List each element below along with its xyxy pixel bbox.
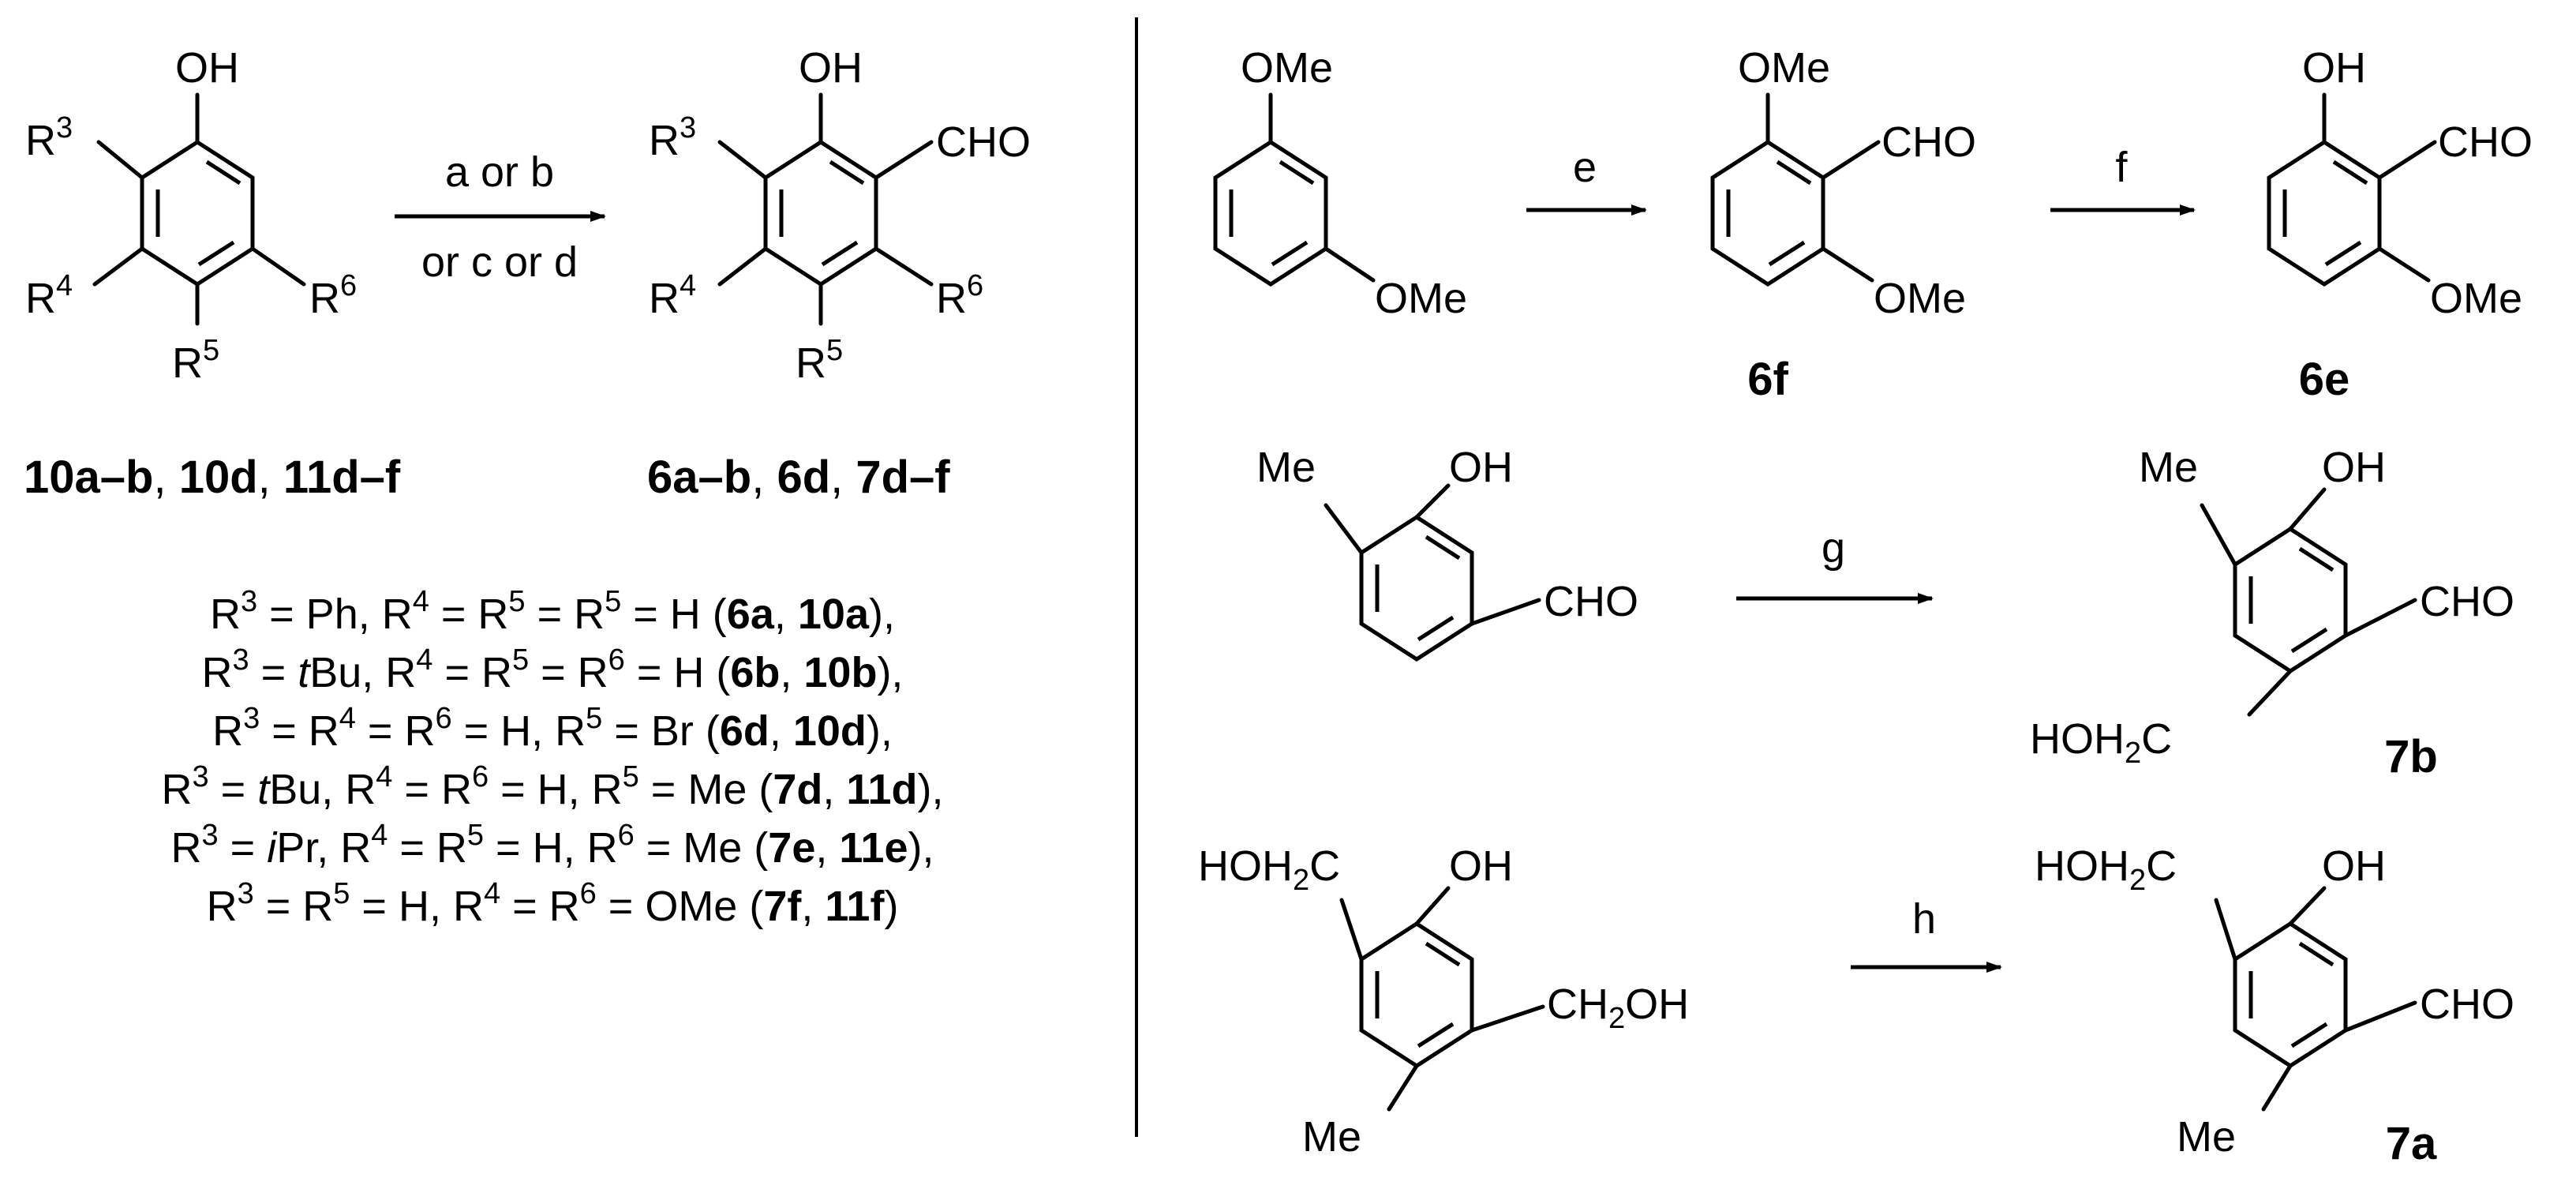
prod-caption: 6a–b, 6d, 7d–f <box>647 452 950 503</box>
substituent-definitions: R3 = Ph, R4 = R5 = R5 = H (6a, 10a),R3 =… <box>162 585 944 930</box>
sm-r6-sup: 6 <box>340 269 357 302</box>
conditions-h: h <box>1912 895 1936 943</box>
r3-prod-oh: OH <box>2322 842 2386 890</box>
r1-int-cho: CHO <box>1881 118 1976 166</box>
substituent-line: R3 = iPr, R4 = R5 = H, R6 = Me (7e, 11e)… <box>171 819 934 872</box>
substituent-line: R3 = R5 = H, R4 = R6 = OMe (7f, 11f) <box>207 877 899 930</box>
sm-oh-label: OH <box>175 44 239 92</box>
r3-sm-ch2oh: CH2OH <box>1547 981 1689 1035</box>
svg-text:R6: R6 <box>309 269 357 322</box>
hydroxymethoxybenzaldehyde-6e: OH CHO OMe <box>2267 44 2533 322</box>
r1-prod-ome: OMe <box>2430 275 2522 322</box>
svg-text:R4: R4 <box>25 269 73 322</box>
sm-r4-sup: 4 <box>56 269 73 302</box>
prod-r5-sup: 5 <box>826 334 843 367</box>
caption-7b: 7b <box>2384 731 2438 782</box>
sm-caption: 10a–b, 10d, 11d–f <box>24 452 401 503</box>
sm-r5-sup: 5 <box>203 334 219 367</box>
r3-prod-me: Me <box>2177 1113 2236 1161</box>
conditions-bottom: or c or d <box>421 238 578 286</box>
r1-int-ome-top: OMe <box>1738 44 1830 92</box>
r1-int-ome-bottom: OMe <box>1874 275 1966 322</box>
sm-r5-label: R <box>172 339 203 387</box>
r1-sm-ome-top: OMe <box>1241 44 1333 92</box>
substituent-line: R3 = tBu, R4 = R6 = H, R5 = Me (7d, 11d)… <box>162 760 944 813</box>
svg-text:R3: R3 <box>25 111 73 164</box>
r3-prod-hoh2c: HOH2C <box>2035 842 2177 897</box>
conditions-g: g <box>1822 524 1845 572</box>
dimethoxybenzene: OMe OMe <box>1213 44 1467 322</box>
prod-r6-sup: 6 <box>967 269 983 302</box>
prod-r5-label: R <box>796 339 826 387</box>
dimethoxybenzaldehyde-6f: OMe CHO OMe <box>1710 44 1976 322</box>
sm-r4-label: R <box>25 275 56 322</box>
conditions-e: e <box>1573 144 1597 191</box>
phenol-starting-material: OH R3 R4 R5 R6 <box>25 44 357 387</box>
prod-oh-label: OH <box>799 44 863 92</box>
substituent-line: R3 = R4 = R6 = H, R5 = Br (6d, 10d), <box>212 702 893 755</box>
prod-r3-sup: 3 <box>680 111 696 144</box>
caption-6e: 6e <box>2299 354 2350 405</box>
r3-sm-hoh2c: HOH2C <box>1198 842 1340 897</box>
salicylaldehyde-product: OH CHO R3 R4 R5 R6 <box>649 44 1031 387</box>
r2-prod-me: Me <box>2139 444 2198 491</box>
r2-prod-oh: OH <box>2322 444 2386 491</box>
prod-cho-label: CHO <box>936 118 1031 166</box>
caption-6f: 6f <box>1747 354 1788 405</box>
prod-r4-sup: 4 <box>680 269 696 302</box>
sm-r6-label: R <box>309 275 340 322</box>
svg-text:R4: R4 <box>649 269 696 322</box>
svg-text:R6: R6 <box>936 269 983 322</box>
substituent-line: R3 = Ph, R4 = R5 = R5 = H (6a, 10a), <box>210 585 895 638</box>
r1-sm-ome-bottom: OMe <box>1375 275 1467 322</box>
prod-r3-label: R <box>649 117 680 164</box>
substituent-line: R3 = tBu, R4 = R5 = R6 = H (6b, 10b), <box>202 643 904 696</box>
prod-r4-label: R <box>649 275 680 322</box>
r2-prod-hoh2c: HOH2C <box>2030 715 2172 770</box>
conditions-top: a or b <box>445 148 554 196</box>
r3-sm-oh: OH <box>1449 842 1513 890</box>
bis-hydroxymethyl-cresol: HOH2C OH CH2OH Me <box>1198 842 1689 1161</box>
sm-r3-sup: 3 <box>56 111 73 144</box>
r2-sm-oh: OH <box>1449 444 1513 491</box>
methylsalicylaldehyde: Me OH CHO <box>1256 444 1638 662</box>
r2-prod-cho: CHO <box>2420 578 2514 625</box>
r1-prod-cho: CHO <box>2438 118 2533 166</box>
r3-prod-cho: CHO <box>2420 981 2514 1028</box>
r2-sm-me: Me <box>1256 444 1316 491</box>
r2-sm-cho: CHO <box>1544 578 1638 625</box>
hydroxymethyl-cresol-aldehyde-7a: HOH2C OH CHO Me <box>2035 842 2514 1161</box>
caption-7a: 7a <box>2386 1118 2437 1169</box>
svg-text:R5: R5 <box>172 334 219 387</box>
conditions-f: f <box>2115 144 2128 191</box>
hydroxymethyl-salicylaldehyde-7b: Me OH CHO HOH2C <box>2030 444 2514 770</box>
sm-r3-label: R <box>25 117 56 164</box>
r1-prod-oh: OH <box>2302 44 2366 92</box>
svg-text:R3: R3 <box>649 111 696 164</box>
prod-r6-label: R <box>936 275 967 322</box>
svg-text:R5: R5 <box>796 334 843 387</box>
r3-sm-me: Me <box>1302 1113 1361 1161</box>
